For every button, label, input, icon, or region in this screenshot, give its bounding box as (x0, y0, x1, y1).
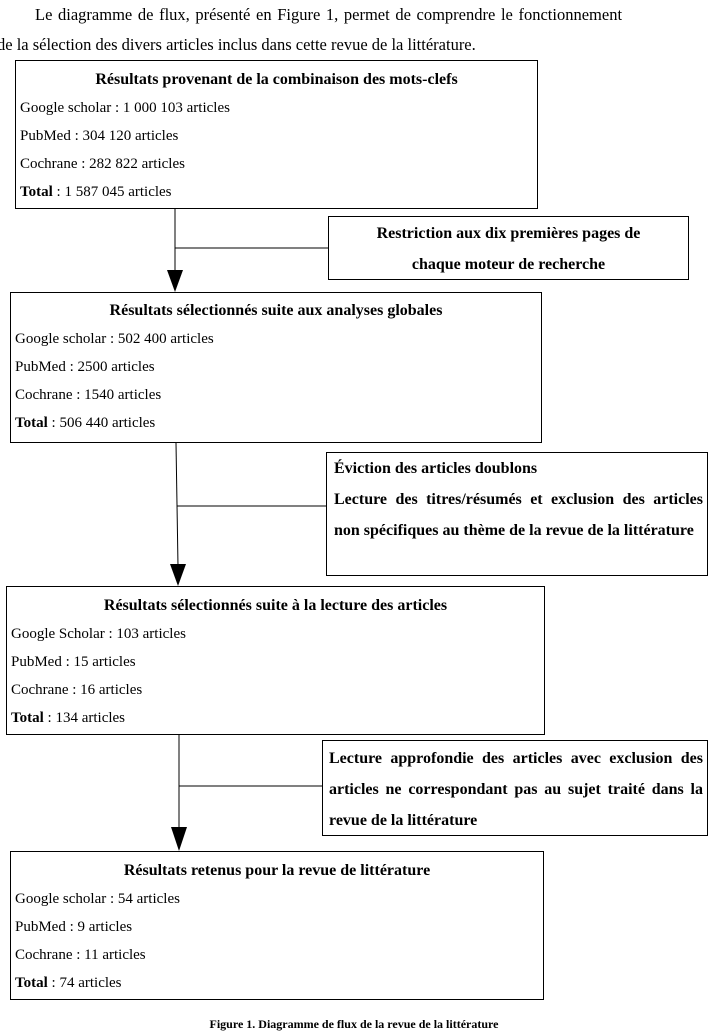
results-box-retained: Résultats retenus pour la revue de litté… (10, 851, 544, 1000)
intro-line-1: Le diagramme de flux, présenté en Figure… (35, 5, 623, 24)
arrowhead-box3 (170, 564, 186, 586)
arrowhead-box4 (171, 827, 187, 851)
box-line-total: Total : 506 440 articles (11, 409, 541, 437)
box-line-google: Google Scholar : 103 articles (11, 626, 186, 642)
total-label: Total (15, 415, 48, 431)
total-label: Total (20, 184, 53, 200)
box-line-total: Total : 1 587 045 articles (16, 178, 537, 206)
box-line-total: Total : 134 articles (7, 704, 544, 732)
note-line: Lecture des titres/résumés et exclusion … (334, 491, 703, 539)
box-line-pubmed: PubMed : 2500 articles (15, 359, 155, 375)
box-line-google: Google scholar : 502 400 articles (15, 331, 214, 347)
figure-caption: Figure 1. Diagramme de flux de la revue … (209, 1017, 499, 1031)
total-value: : 134 articles (43, 710, 126, 726)
box-line-cochrane: Cochrane : 11 articles (15, 947, 146, 963)
box-line-pubmed: PubMed : 15 articles (11, 654, 136, 670)
arrowhead-box2 (167, 270, 183, 292)
results-box-keywords: Résultats provenant de la combinaison de… (15, 60, 538, 209)
box-line-pubmed: PubMed : 9 articles (15, 919, 133, 935)
intro-line-2: de la sélection des divers articles incl… (0, 35, 476, 54)
results-box-global-analysis: Résultats sélectionnés suite aux analyse… (10, 292, 542, 443)
note-line: Lecture approfondie des articles avec ex… (329, 750, 703, 829)
box-title: Résultats sélectionnés suite aux analyse… (109, 302, 443, 319)
connector-box2-box3 (175, 442, 179, 567)
total-label: Total (11, 710, 44, 726)
note-in-depth-reading: Lecture approfondie des articles avec ex… (322, 740, 708, 836)
total-value: : 1 587 045 articles (52, 184, 172, 200)
total-value: : 74 articles (47, 975, 122, 991)
box-line-total: Total : 74 articles (11, 969, 543, 997)
note-duplicates-screening: Éviction des articles doublons Lecture d… (326, 452, 708, 576)
box-line-google: Google scholar : 54 articles (15, 891, 180, 907)
total-label: Total (15, 975, 48, 991)
note-line: chaque moteur de recherche (411, 256, 606, 273)
box-line-cochrane: Cochrane : 282 822 articles (20, 156, 185, 172)
results-box-article-reading: Résultats sélectionnés suite à la lectur… (6, 586, 545, 735)
box-title: Résultats retenus pour la revue de litté… (123, 862, 431, 879)
note-line: Restriction aux dix premières pages de (376, 225, 641, 242)
box-line-google: Google scholar : 1 000 103 articles (20, 100, 230, 116)
box-title: Résultats provenant de la combinaison de… (95, 71, 458, 88)
note-restriction: Restriction aux dix premières pages de c… (328, 216, 689, 280)
box-title: Résultats sélectionnés suite à la lectur… (103, 597, 448, 614)
box-line-cochrane: Cochrane : 1540 articles (15, 387, 162, 403)
note-line: Éviction des articles doublons (334, 460, 538, 477)
total-value: : 506 440 articles (47, 415, 156, 431)
box-line-pubmed: PubMed : 304 120 articles (20, 128, 179, 144)
box-line-cochrane: Cochrane : 16 articles (11, 682, 143, 698)
